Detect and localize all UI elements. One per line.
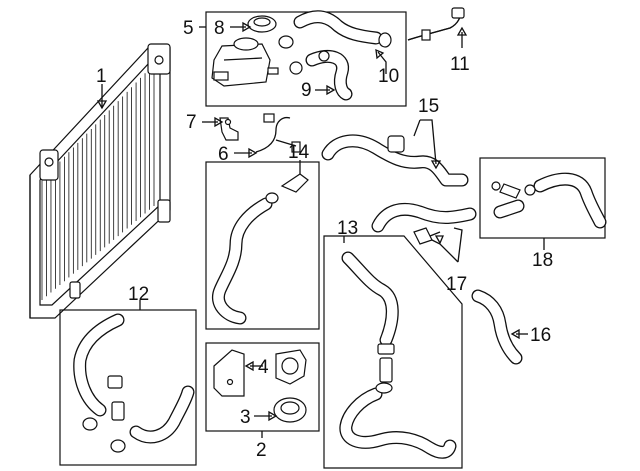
callout-15: 15	[418, 96, 439, 117]
radiator	[29, 43, 171, 319]
callout-12: 12	[128, 284, 149, 305]
callout-9: 9	[301, 80, 312, 101]
callout-11: 11	[450, 54, 470, 75]
callout-6: 6	[218, 144, 229, 165]
box-5	[205, 11, 407, 107]
reservoir-hose-upper	[278, 10, 392, 49]
callout-2: 2	[256, 440, 267, 461]
callout-labels: 1 2 3 4 5 6 7 8 9 10 11 12 13 14 15 16 1…	[96, 18, 553, 461]
wiring-harness	[255, 113, 301, 153]
coolant-pipe	[407, 7, 465, 41]
hose-14	[212, 173, 309, 325]
hose-17	[371, 202, 477, 245]
callout-14: 14	[288, 142, 310, 163]
callout-10: 10	[378, 66, 399, 87]
leader-lines	[96, 21, 545, 438]
callout-7: 7	[186, 112, 197, 133]
callout-5: 5	[183, 18, 194, 39]
box-14	[205, 161, 320, 330]
thermostat-housing	[213, 349, 307, 423]
hose-18	[491, 172, 607, 229]
box-18	[479, 157, 606, 239]
callout-17: 17	[446, 274, 467, 295]
callout-13: 13	[337, 218, 358, 239]
callout-3: 3	[240, 407, 251, 428]
bracket	[219, 117, 239, 141]
reservoir-cap	[247, 15, 277, 33]
callout-18: 18	[532, 250, 553, 271]
radiator-hose-upper	[321, 134, 469, 187]
coolant-reservoir	[211, 37, 279, 87]
callout-8: 8	[214, 18, 225, 39]
reservoir-hose-lower	[289, 50, 353, 101]
callout-16: 16	[530, 325, 551, 346]
callout-4: 4	[258, 357, 269, 378]
box-13	[323, 235, 463, 469]
hose-12	[73, 313, 195, 453]
callout-1: 1	[96, 66, 107, 87]
hose-16	[471, 289, 523, 365]
hose-13	[339, 251, 457, 459]
box-12	[59, 309, 197, 466]
